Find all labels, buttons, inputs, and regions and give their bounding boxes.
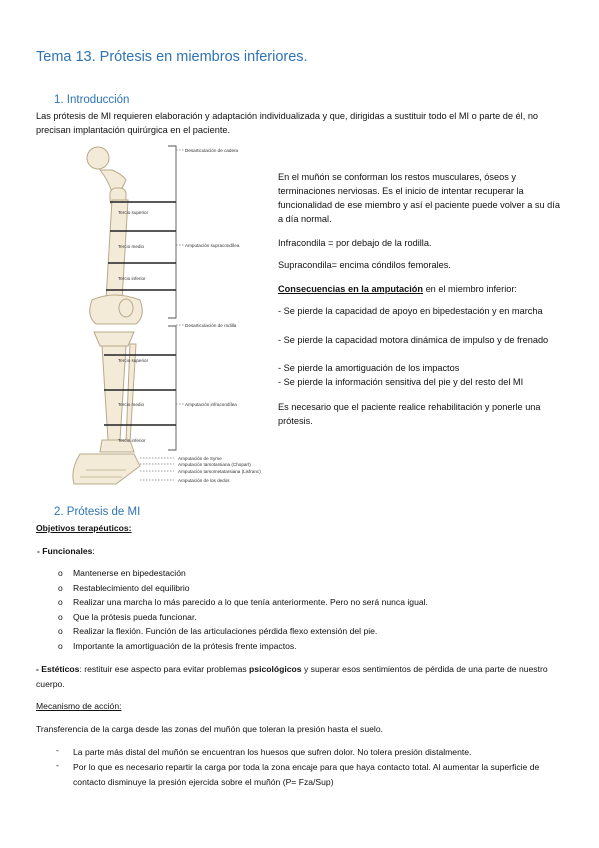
patella <box>118 298 134 318</box>
objetivos-heading: Objetivos terapéuticos: <box>36 521 132 536</box>
funcionales-label: - Funcionales <box>37 546 93 556</box>
objetivos-label: Objetivos terapéuticos: <box>36 523 132 533</box>
dash-item: Por lo que es necesario repartir la carg… <box>73 762 540 787</box>
list-bullet: o <box>58 568 63 578</box>
right-paragraph-infracondila: Infracondila = por debajo de la rodilla. <box>278 238 432 248</box>
figure-label-amputacion-syme: Amputación de Syme <box>178 456 222 461</box>
esteticos-paragraph: - Estéticos: restituir ese aspecto para … <box>36 662 564 691</box>
figure-label-amputacion-infracondilea: Amputación infracondílea <box>185 402 237 407</box>
femoral-head <box>86 146 110 170</box>
figure-label-tercio-medio-muslo: Tercio medio <box>118 244 144 249</box>
page-title: Tema 13. Prótesis en miembros inferiores… <box>36 49 308 65</box>
figure-label-desarticulacion-cadera: Desarticulación de cadera <box>185 148 239 153</box>
section-heading-protesis: 2. Prótesis de MI <box>54 506 141 518</box>
dash-item: La parte más distal del muñón se encuent… <box>73 747 472 757</box>
consecuencias-rest: en el miembro inferior: <box>423 284 517 294</box>
tibia-plateau <box>93 331 135 347</box>
transferencia-paragraph: Transferencia de la carga desde las zona… <box>36 724 383 734</box>
funcionales-heading: - Funcionales: <box>37 544 95 559</box>
list-item: Realizar una marcha lo más parecido a lo… <box>73 597 428 607</box>
consecuencias-bold: Consecuencias en la amputación <box>278 284 424 294</box>
dash-bullet: - <box>56 745 59 755</box>
list-bullet: o <box>58 626 63 636</box>
consecuencias-bullet: - Se pierde la amortiguación de los impa… <box>278 363 460 373</box>
mecanismo-heading: Mecanismo de acción: <box>36 701 122 711</box>
figure-label-tercio-inferior-pierna: Tercio inferior <box>118 438 146 443</box>
list-item: Restablecimiento del equilibrio <box>73 583 190 593</box>
list-item: Realizar la flexión. Función de las arti… <box>73 626 378 636</box>
funcionales-colon: : <box>92 546 95 556</box>
list-bullet: o <box>58 583 63 593</box>
figure-label-tercio-inferior-muslo: Tercio inferior <box>118 276 146 281</box>
leg-bracket <box>168 325 177 451</box>
section-heading-introduccion: 1. Introducción <box>54 94 130 106</box>
list-item: Importante la amortiguación de la prótes… <box>73 641 297 651</box>
femur-condyles <box>89 294 143 325</box>
figure-label-tercio-superior-muslo: Tercio superior <box>118 210 149 215</box>
right-paragraph-supracondila: Supracondila= encima cóndilos femorales. <box>278 260 451 270</box>
foot-bones <box>72 453 141 485</box>
figure-label-tercio-superior-pierna: Tercio superior <box>118 358 149 363</box>
femur-shaft <box>105 199 129 301</box>
esteticos-text: : restituir ese aspecto para evitar prob… <box>79 664 250 674</box>
list-bullet: o <box>58 641 63 651</box>
dash-bullet: - <box>56 760 59 770</box>
figure-label-tercio-medio-pierna: Tercio medio <box>118 402 144 407</box>
figure-label-desarticulacion-rodilla: Desarticulación de rodilla <box>185 323 237 328</box>
list-bullet: o <box>58 597 63 607</box>
consecuencias-bullet: - Se pierde la capacidad motora dinámica… <box>278 335 549 345</box>
consecuencias-bullet: - Se pierde la información sensitiva del… <box>278 377 524 387</box>
consecuencias-bullet: - Se pierde la capacidad de apoyo en bip… <box>278 306 543 316</box>
figure-label-amputacion-lisfranc: Amputación tarsometatarsiana (Lisfranc) <box>178 469 261 474</box>
esteticos-label: - Estéticos <box>36 664 80 674</box>
esteticos-psicologicos: psicológicos <box>249 664 302 674</box>
ankle <box>99 439 135 453</box>
leg-amputation-levels-figure: Tercio superior Tercio medio Tercio infe… <box>72 145 261 485</box>
figure-label-amputacion-supracondilea: Amputación supracondílea <box>185 243 240 248</box>
list-item: Mantenerse en bipedestación <box>73 568 186 578</box>
right-paragraph-rehabilitacion: Es necesario que el paciente realice reh… <box>278 402 541 426</box>
figure-label-amputacion-dedos: Amputación de los dedos <box>178 478 230 483</box>
right-paragraph-munon: En el muñón se conforman los restos musc… <box>278 172 560 224</box>
list-bullet: o <box>58 612 63 622</box>
intro-paragraph: Las prótesis de MI requieren elaboración… <box>36 111 539 135</box>
list-item: Que la prótesis pueda funcionar. <box>73 612 197 622</box>
consecuencias-heading: Consecuencias en la amputación en el mie… <box>278 282 566 296</box>
femoral-neck <box>98 169 127 193</box>
figure-label-amputacion-chopart: Amputación tarsotarsiana (Chopart) <box>178 462 251 467</box>
esteticos-text-rest: y superar esos sentimientos de pérdida d… <box>36 664 548 689</box>
thigh-bracket <box>168 145 177 319</box>
